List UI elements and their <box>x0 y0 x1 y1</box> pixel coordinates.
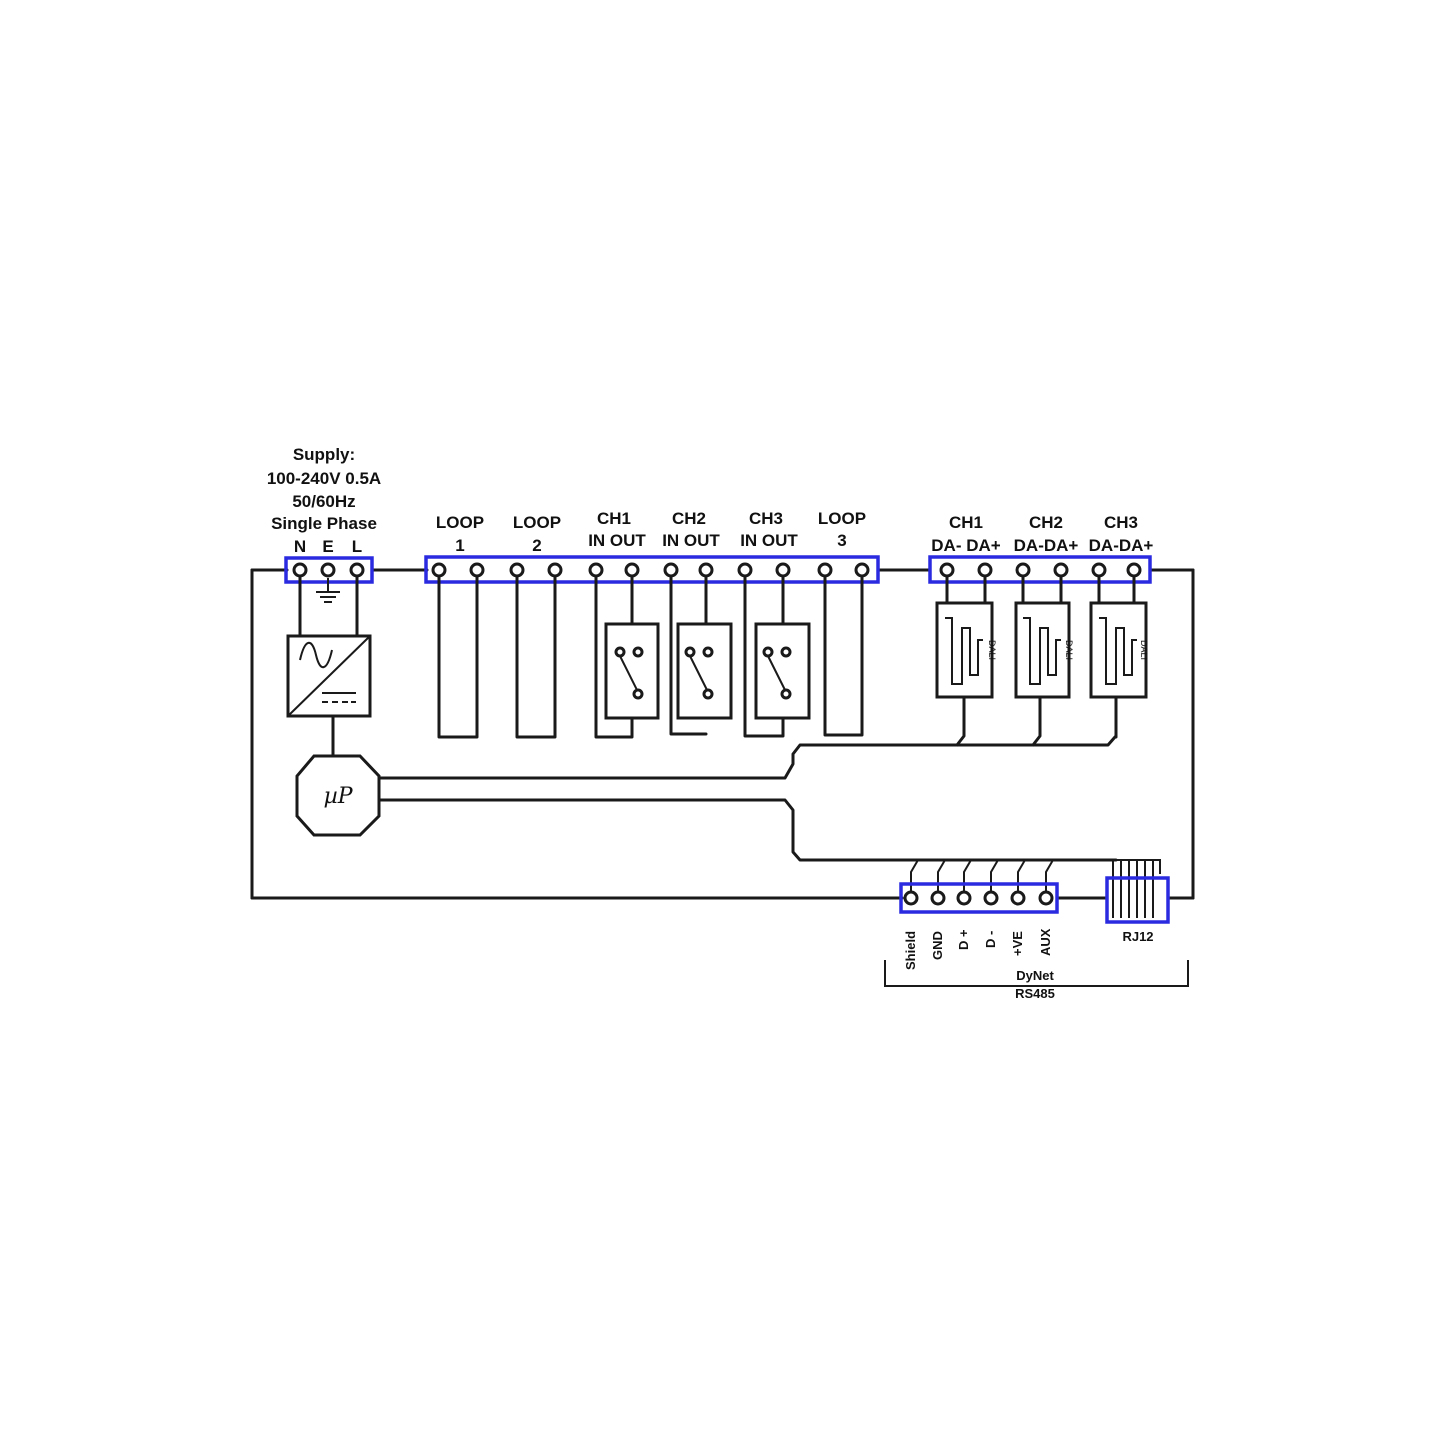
bus-label-rs485: RS485 <box>1015 986 1055 1001</box>
dynet-studs <box>903 890 1054 906</box>
rj12-label: RJ12 <box>1122 929 1153 944</box>
relay-ch1-terminals: IN OUT <box>588 531 646 550</box>
dali-terminal-strip <box>928 555 1152 584</box>
dynet-rs485-bracket: DyNet RS485 <box>884 960 1189 1001</box>
relay-ch3-icon <box>743 568 811 738</box>
microprocessor-label: µP <box>323 784 353 809</box>
supply-line-4: Single Phase <box>271 514 377 533</box>
relay-ch2-icon <box>669 568 733 736</box>
relay-ch2-terminals: IN OUT <box>662 531 720 550</box>
dynet-label-gnd: GND <box>930 931 945 960</box>
dali-ch3-terminals: DA-DA+ <box>1089 536 1154 555</box>
relay-ch2-name: CH2 <box>672 509 706 528</box>
control-bus-lines <box>377 735 1118 862</box>
dali-ch3-icon: DALI <box>1089 568 1149 739</box>
loop-3-label-a: LOOP <box>818 509 866 528</box>
loop-1-label-a: LOOP <box>436 513 484 532</box>
terminal-studs <box>292 562 1142 578</box>
dali-ch2-name: CH2 <box>1029 513 1063 532</box>
loop-3-label-b: 3 <box>837 531 846 550</box>
main-terminal-strip <box>424 555 880 584</box>
dynet-label-ve: +VE <box>1010 931 1025 956</box>
dynet-label-dplus: D + <box>956 929 971 950</box>
acdc-converter-icon <box>286 634 372 718</box>
dynet-label-shield: Shield <box>903 931 918 970</box>
loop-3-wire <box>823 568 864 737</box>
supply-line-1: Supply: <box>293 445 355 464</box>
dynet-label-aux: AUX <box>1038 928 1053 956</box>
dali-ch1-device-label: DALI <box>987 640 997 660</box>
dali-ch2-icon: DALI <box>1014 568 1074 747</box>
dali-labels: CH1 DA- DA+ CH2 DA-DA+ CH3 DA-DA+ <box>931 513 1153 555</box>
loop-relay-labels: LOOP 1 LOOP 2 CH1 IN OUT CH2 IN OUT CH3 … <box>436 509 866 555</box>
terminal-label-n: N <box>294 537 306 556</box>
relay-ch1-name: CH1 <box>597 509 631 528</box>
microprocessor-block: µP <box>295 754 381 837</box>
loop-1-wire <box>437 568 479 739</box>
earth-ground-icon <box>316 578 340 603</box>
supply-label: Supply: 100-240V 0.5A 50/60Hz Single Pha… <box>267 445 381 556</box>
dali-ch1-name: CH1 <box>949 513 983 532</box>
dali-ch1-icon: DALI <box>935 568 997 747</box>
enclosure-outline <box>250 568 1195 900</box>
loop-2-label-b: 2 <box>532 536 541 555</box>
dali-ch2-terminals: DA-DA+ <box>1014 536 1079 555</box>
loop-2-label-a: LOOP <box>513 513 561 532</box>
bus-label-dynet: DyNet <box>1016 968 1054 983</box>
dynet-label-dminus: D - <box>983 931 998 948</box>
dali-ch1-terminals: DA- DA+ <box>931 536 1000 555</box>
loop-1-label-b: 1 <box>455 536 464 555</box>
dynet-terminal-labels: Shield GND D + D - +VE AUX <box>903 928 1053 970</box>
supply-line-3: 50/60Hz <box>292 492 355 511</box>
dynet-wires <box>910 859 1054 898</box>
terminal-label-e: E <box>322 537 333 556</box>
terminal-label-l: L <box>352 537 362 556</box>
dynet-terminal-strip <box>899 882 1059 914</box>
dali-ch2-device-label: DALI <box>1064 640 1074 660</box>
relay-ch1-icon <box>594 568 660 739</box>
relay-ch3-terminals: IN OUT <box>740 531 798 550</box>
relay-ch3-name: CH3 <box>749 509 783 528</box>
dali-ch3-device-label: DALI <box>1139 640 1149 660</box>
supply-line-2: 100-240V 0.5A <box>267 469 381 488</box>
rj12-connector-icon: RJ12 <box>1105 859 1170 944</box>
dali-ch3-name: CH3 <box>1104 513 1138 532</box>
loop-2-wire <box>515 568 557 739</box>
